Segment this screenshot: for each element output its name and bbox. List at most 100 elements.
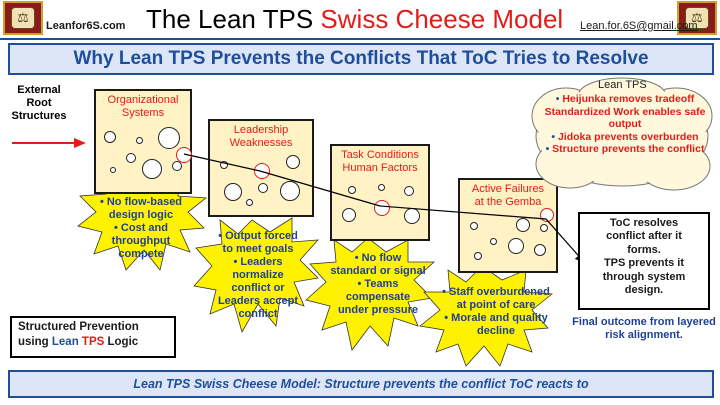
burst-line: • Leaders xyxy=(233,255,283,268)
burst-line: at point of care xyxy=(456,298,536,311)
slice-organizational-systems: Organizational Systems xyxy=(94,89,192,194)
hole xyxy=(258,183,268,193)
contact-email[interactable]: Lean.for.6S@gmail.com xyxy=(580,20,698,32)
hole xyxy=(348,186,356,194)
toc-comparison-box: ToC resolves conflict after it forms. TP… xyxy=(578,212,710,310)
lean-tps-item: • Structure prevents the conflict xyxy=(545,143,705,156)
lean-tps-item: • Jidoka prevents overburden xyxy=(551,130,699,143)
toc-line: ToC resolves xyxy=(609,217,679,229)
toc-line: through system xyxy=(602,270,686,283)
burst-line: • Staff overburdened xyxy=(442,286,550,298)
slice-title-line: Human Factors xyxy=(342,161,418,174)
burst-text-3: • No flow standard or signal • Teams com… xyxy=(318,252,438,317)
slice-title: Active Failures at the Gemba xyxy=(460,183,556,208)
lean-tps-cloud xyxy=(531,77,713,191)
burst-line: conflict or xyxy=(231,281,285,294)
page-title: The Lean TPS Swiss Cheese Model xyxy=(146,4,563,35)
toc-line: TPS prevents it xyxy=(603,257,685,270)
hole xyxy=(246,199,253,206)
burst-line: • Output forced xyxy=(218,230,298,242)
hole xyxy=(104,131,116,143)
burst-line: compete xyxy=(118,247,164,260)
hole xyxy=(540,224,548,232)
burst-line: • Morale and quality xyxy=(444,311,548,324)
hole xyxy=(110,167,116,173)
slice-title-line: Task Conditions xyxy=(341,149,419,161)
slice-active-failures: Active Failures at the Gemba xyxy=(458,178,558,273)
toc-line: forms. xyxy=(627,243,661,256)
burst-text-4: • Staff overburdened at point of care • … xyxy=(430,286,562,338)
hole xyxy=(342,208,356,222)
burst-line: compensate xyxy=(345,290,411,303)
hole xyxy=(126,153,136,163)
slice-title-line: Organizational xyxy=(107,94,179,106)
burst-line: under pressure xyxy=(337,303,419,316)
external-root-label: External Root Structures xyxy=(11,84,67,123)
burst-line: decline xyxy=(477,324,515,337)
burst-line: to meet goals xyxy=(222,242,294,255)
hole xyxy=(224,183,242,201)
burst-line: • Cost and xyxy=(114,221,168,234)
hole xyxy=(136,137,143,144)
site-url: Leanfor6S.com xyxy=(46,20,126,32)
toc-line: design. xyxy=(624,284,664,297)
slice-title-line: Leadership xyxy=(233,124,289,136)
burst-text-2: • Output forced to meet goals • Leaders … xyxy=(200,230,316,321)
slice-title-line: at the Gemba xyxy=(474,195,542,208)
burst-line: normalize xyxy=(232,268,284,281)
title-black: The Lean TPS xyxy=(146,4,314,34)
starburst-1 xyxy=(77,173,208,271)
starburst-2 xyxy=(193,217,319,334)
toc-line: conflict after it xyxy=(606,230,682,243)
slice-title: Leadership Weaknesses xyxy=(210,124,312,149)
burst-text-1: • No flow-based design logic • Cost and … xyxy=(86,196,196,261)
hole xyxy=(490,238,497,245)
lean-tps-item: • Heijunka removes tradeoff xyxy=(555,93,695,105)
slice-title-line: Active Failures xyxy=(471,183,545,195)
burst-line: standard or signal xyxy=(330,264,426,277)
burst-line: • Teams xyxy=(357,277,399,290)
lean-tps-item: Standardized Work enables safe output xyxy=(544,105,706,131)
hole xyxy=(158,127,180,149)
title-red: Swiss Cheese Model xyxy=(320,4,564,34)
slice-title-line: Systems xyxy=(121,106,165,119)
aligned-hole xyxy=(374,200,390,216)
hole xyxy=(404,186,414,196)
hole xyxy=(474,252,482,260)
lean-tps-title: Lean TPS xyxy=(598,79,647,91)
lean-tps-list: • Heijunka removes tradeoff Standardized… xyxy=(536,93,714,156)
hole xyxy=(470,222,478,230)
burst-line: • No flow xyxy=(354,252,402,264)
slice-title: Task Conditions Human Factors xyxy=(332,149,428,174)
hole xyxy=(378,184,385,191)
slice-leadership-weaknesses: Leadership Weaknesses xyxy=(208,119,314,217)
arrow-right-icon xyxy=(12,138,86,148)
hole xyxy=(220,161,228,169)
final-outcome-text: Final outcome from layered risk alignmen… xyxy=(572,316,716,342)
burst-line: design logic xyxy=(108,208,174,221)
hole xyxy=(280,181,300,201)
burst-line: Leaders accept xyxy=(217,294,299,307)
subtitle-banner: Why Lean TPS Prevents the Conflicts That… xyxy=(8,43,714,75)
structured-prevention-line2: using Lean TPS Logic xyxy=(18,335,139,348)
hole xyxy=(142,159,162,179)
starburst-3 xyxy=(305,237,436,351)
burst-line: throughput xyxy=(111,234,171,247)
header-divider xyxy=(0,38,720,40)
structured-prevention-line1: Structured Prevention xyxy=(18,321,139,333)
burst-line: • No flow-based xyxy=(99,196,183,208)
footer-banner: Lean TPS Swiss Cheese Model: Structure p… xyxy=(8,370,714,398)
starburst-4 xyxy=(419,265,554,367)
structured-prevention-box: Structured Prevention using Lean TPS Log… xyxy=(10,316,176,358)
hole xyxy=(516,218,530,232)
slice-title-line: Weaknesses xyxy=(229,136,293,149)
hole xyxy=(508,238,524,254)
hole xyxy=(286,155,300,169)
hole xyxy=(172,161,182,171)
scales-logo-icon: ⚖ xyxy=(3,1,43,35)
slice-title: Organizational Systems xyxy=(96,94,190,119)
scales-logo-icon: ⚖ xyxy=(677,1,717,35)
burst-line: conflict xyxy=(238,307,278,320)
